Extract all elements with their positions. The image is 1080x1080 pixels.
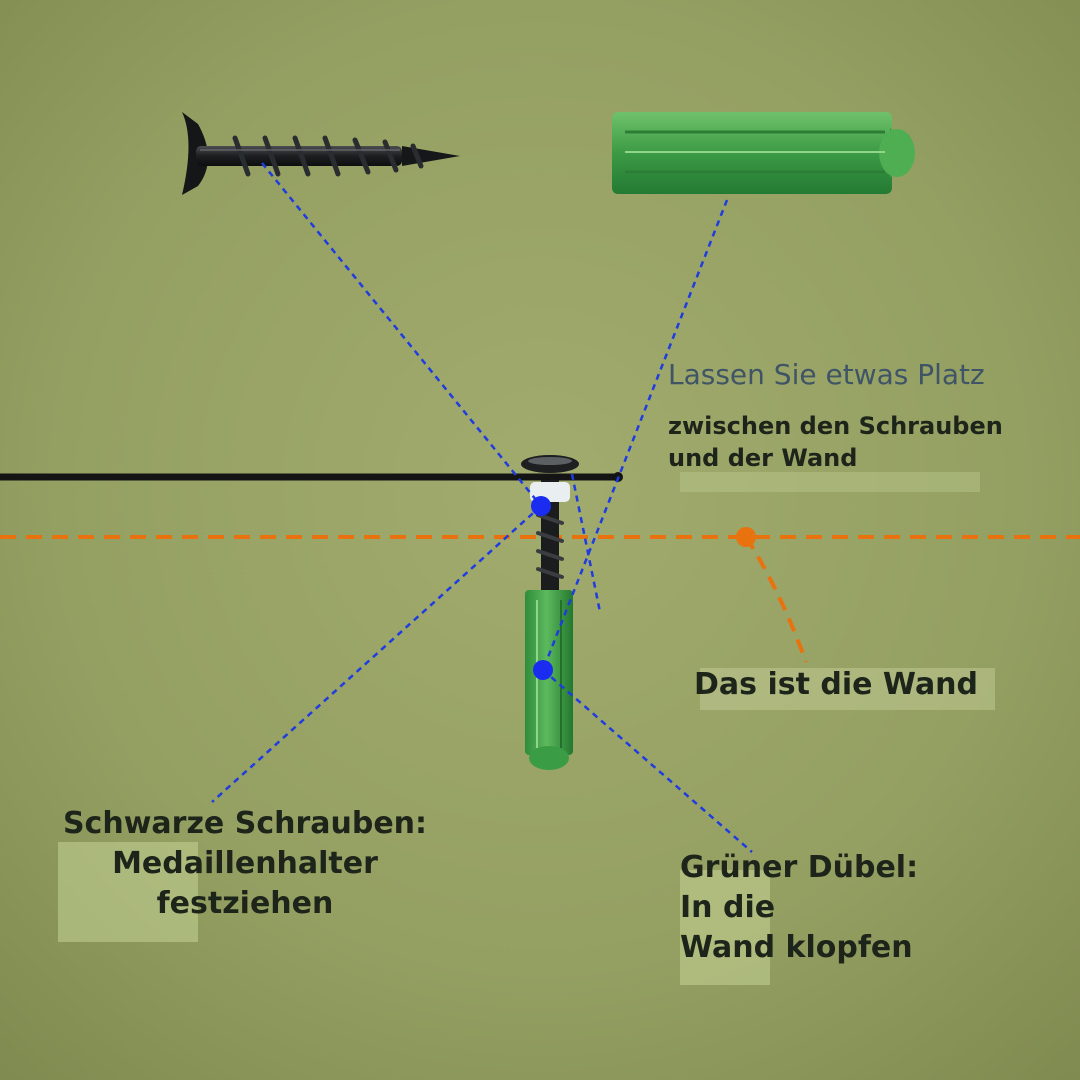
plug-label-line-3: Wand klopfen (680, 930, 913, 965)
plug-label-line-2: In die (680, 890, 776, 925)
inserted-wall-plug (525, 590, 573, 770)
screw-label-line-1: Schwarze Schrauben: (62, 806, 428, 841)
wall-label: Das ist die Wand (694, 667, 979, 702)
plug-point (533, 660, 553, 680)
leader-lines (211, 162, 753, 853)
gap-note-line-2: und der Wand (668, 444, 858, 472)
screw-label-line-2: Medaillenhalter (112, 846, 378, 881)
gap-note-line-1: zwischen den Schrauben (668, 412, 1003, 440)
wall-pointer (744, 535, 808, 663)
screw-illustration (182, 112, 460, 195)
plug-label-line-1: Grüner Dübel: (680, 850, 919, 885)
label-backdrop (58, 842, 198, 942)
wall-point (736, 527, 756, 547)
gap-note-title: Lassen Sie etwas Platz (668, 358, 985, 391)
screw-label-line-3: festziehen (156, 886, 334, 921)
label-backdrop (680, 870, 770, 985)
screw-point (531, 496, 551, 516)
wall-plug-illustration (612, 112, 915, 194)
